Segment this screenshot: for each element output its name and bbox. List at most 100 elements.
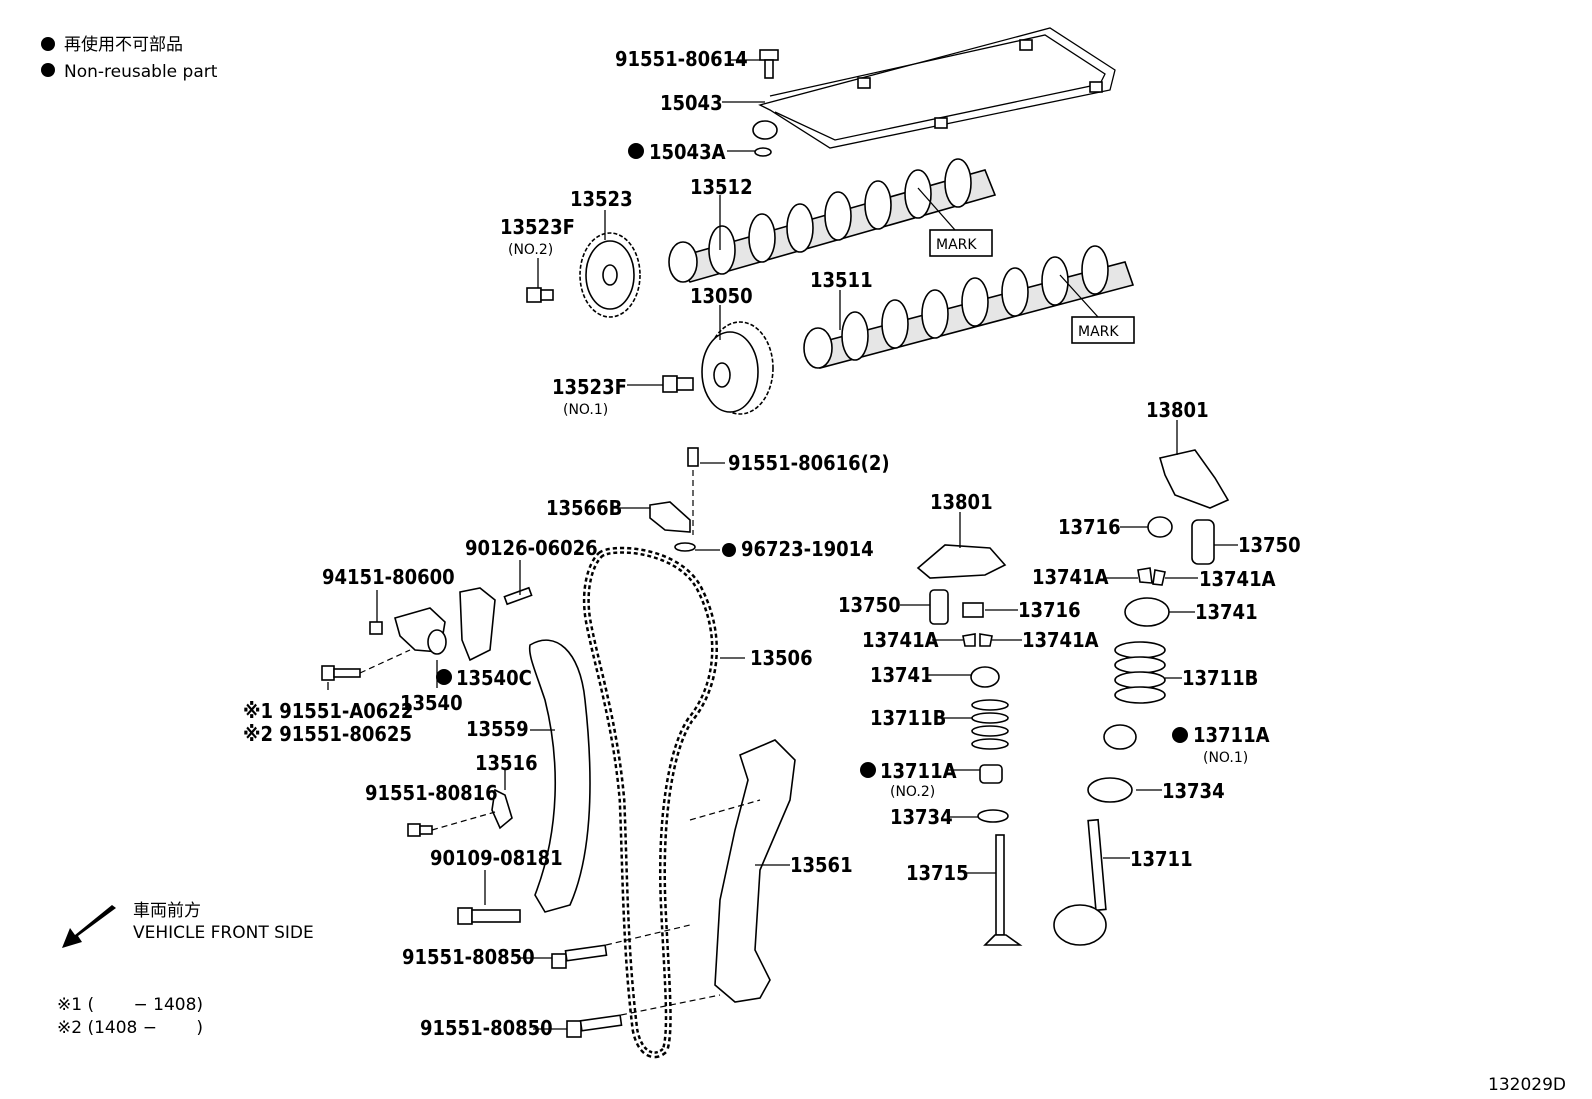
keeper-13741a-c [962,633,976,647]
bolt-91551-80614 [759,49,779,79]
label-13050: 13050 [690,284,753,308]
non-reusable-marker-icon [41,63,55,77]
chain-13506 [582,546,718,1059]
label-13716-b: 13716 [1018,598,1081,622]
keeper-13741a-d [979,633,993,647]
label-13523f-no1-sub: (NO.1) [563,402,608,418]
camshaft-13512 [668,158,997,283]
chain-guide-13559 [528,639,591,913]
seat-13734-b [977,809,1009,823]
label-91551-a0622: ※1 91551-A0622 [243,699,413,723]
label-91551-80616: 91551-80616(2) [728,451,890,475]
damper-13516 [491,788,513,830]
label-91551-80816: 91551-80816 [365,781,498,805]
bracket-13566b [649,447,699,535]
spring-13711b-b [971,699,1009,750]
chain-guide-13561 [714,739,796,1003]
bolt-90109-08181 [457,907,521,925]
bolt-91551-80816 [407,811,496,837]
label-13540c: 13540C [456,666,532,690]
label-13741-b: 13741 [870,663,933,687]
keeper-13741a-a [1137,567,1153,584]
bolt-91551-80850-b [566,994,721,1038]
rocker-arm-13801-a [1158,449,1230,509]
tensioner-13540 [394,607,447,655]
figure-id: 132029D [1488,1075,1566,1095]
direction-jp: 車両前方 [133,901,201,921]
label-15043a: 15043A [649,140,726,164]
label-13716-a: 13716 [1058,515,1121,539]
label-13559: 13559 [466,717,529,741]
label-91551-80625: ※2 91551-80625 [243,722,412,746]
camshaft-13511 [803,245,1135,369]
pad-13716-b [962,602,984,618]
spring-13711b-a [1114,641,1166,704]
stud-90126-06026 [503,586,533,606]
label-13750-a: 13750 [1238,533,1301,557]
label-90126-06026: 90126-06026 [465,536,598,560]
non-reusable-marker-icon [722,543,736,557]
bolt-91551-80850-a [551,924,691,969]
label-13711a-no1: 13711A [1193,723,1270,747]
label-13750-b: 13750 [838,593,901,617]
label-13711a-no2-sub: (NO.2) [890,784,935,800]
label-91551-80850-b: 91551-80850 [420,1016,553,1040]
valve-13711 [1053,818,1107,946]
nut-94151-80600 [369,621,383,635]
non-reusable-marker-icon [1172,727,1188,743]
label-15043: 15043 [660,91,723,115]
seal-13711a-no1 [1103,724,1137,750]
label-91551-80614: 91551-80614 [615,47,748,71]
bolt-13523f-no2 [526,287,554,303]
label-13741a-b: 13741A [1199,567,1276,591]
non-reusable-marker-icon [41,37,55,51]
label-13540: 13540 [400,691,463,715]
legend: 再使用不可部品 Non-reusable part [41,34,218,82]
label-13523f-no2-sub: (NO.2) [508,242,553,258]
label-13711b-b: 13711B [870,706,946,730]
label-91551-80850-a: 91551-80850 [402,945,535,969]
bolt-13523f-no1 [662,375,694,393]
label-13711: 13711 [1130,847,1193,871]
vehicle-front-arrow-icon [62,905,116,948]
direction-en: VEHICLE FRONT SIDE [133,923,314,943]
o-ring-15043a [754,147,772,157]
mark-box-1 [929,229,993,257]
label-13711a-no1-sub: (NO.1) [1203,750,1248,766]
part-labels: 91551-80614 15043 15043A 13512 13523 135… [243,47,1301,1040]
retainer-13741-a [1124,597,1170,627]
label-94151-80600: 94151-80600 [322,565,455,589]
valve-13715 [983,834,1023,946]
legend-en: Non-reusable part [64,62,218,82]
legend-jp: 再使用不可部品 [64,34,183,55]
gasket-15043 [752,27,1116,149]
note-1: ※1 ( − 1408) [57,995,203,1015]
label-96723-19014: 96723-19014 [741,537,874,561]
label-13741a-c: 13741A [862,628,939,652]
label-13711a-no2: 13711A [880,759,957,783]
label-90109-08181: 90109-08181 [430,846,563,870]
label-13801-b: 13801 [930,490,993,514]
seat-13734-a [1087,777,1133,803]
label-13566b: 13566B [546,496,622,520]
label-13734-a: 13734 [1162,779,1225,803]
label-13711b-a: 13711B [1182,666,1258,690]
label-13516: 13516 [475,751,538,775]
retainer-13741-b [970,666,1000,688]
label-13741-a: 13741 [1195,600,1258,624]
keeper-13741a-b [1152,569,1166,586]
label-13523: 13523 [570,187,633,211]
label-13734-b: 13734 [890,805,953,829]
pad-13716-a [1147,516,1173,538]
gasket-13540c [459,587,496,662]
label-13506: 13506 [750,646,813,670]
label-13512: 13512 [690,175,753,199]
label-13511: 13511 [810,268,873,292]
lash-adjuster-13750-b [929,589,949,625]
label-13741a-a: 13741A [1032,565,1109,589]
label-13523f-no1: 13523F [552,375,627,399]
label-13523f-no2: 13523F [500,215,575,239]
non-reusable-marker-icon [436,669,452,685]
note-2: ※2 (1408 − ) [57,1018,203,1038]
